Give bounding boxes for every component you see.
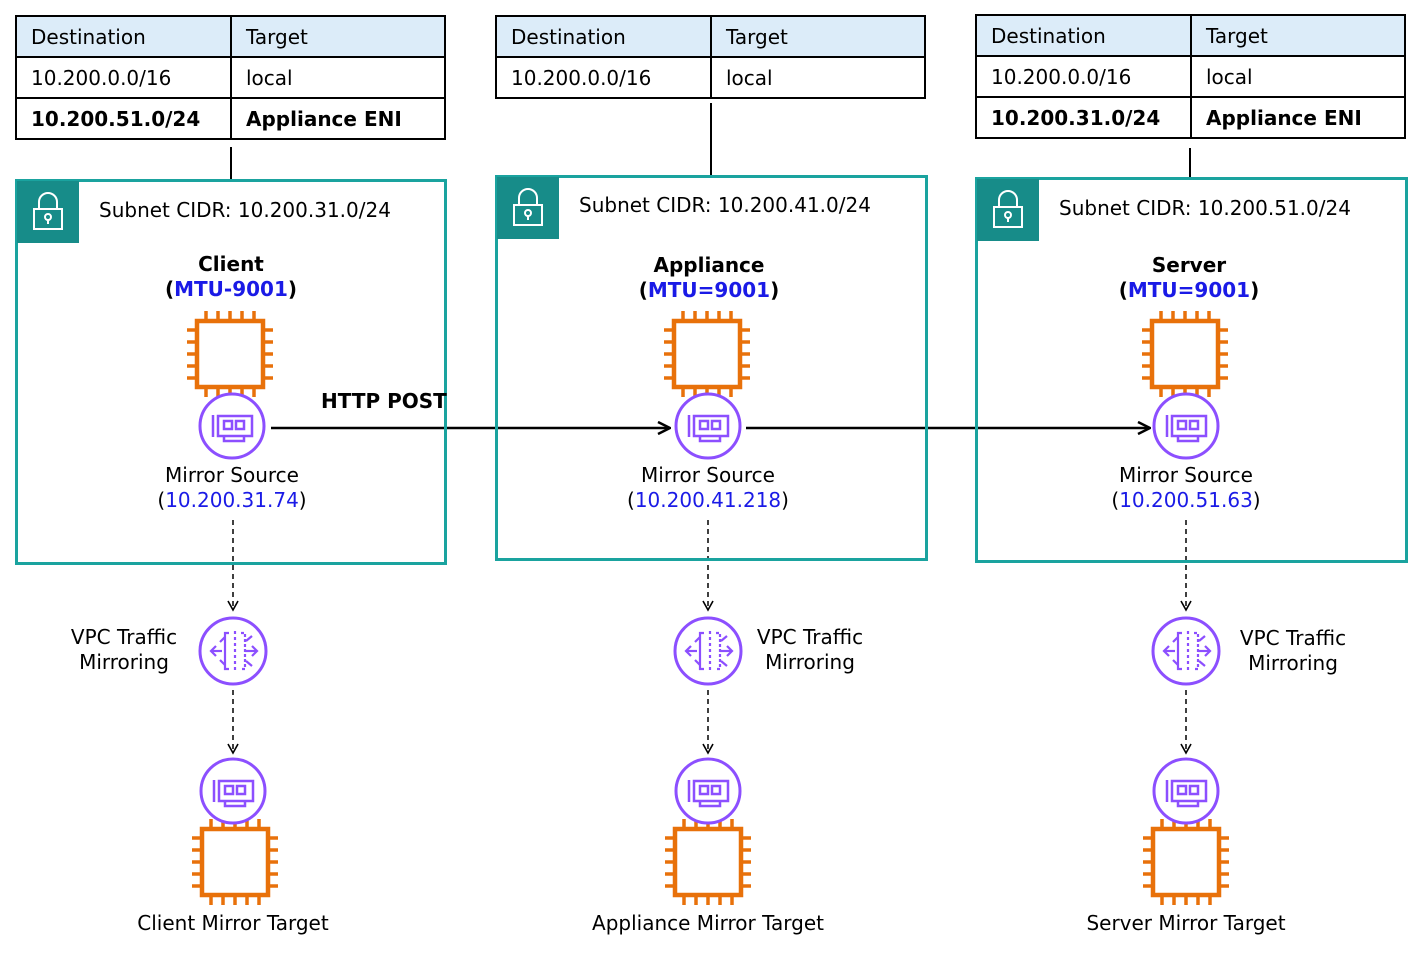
mirror-target-client: Client Mirror Target <box>137 911 329 935</box>
instance-label-appliance: Appliance (MTU=9001) <box>638 253 780 302</box>
route-table-client: Destination Target 10.200.0.0/16 local 1… <box>15 15 446 140</box>
column-header: Target <box>1190 14 1406 57</box>
mirror-source-client: Mirror Source (10.200.31.74) <box>157 463 307 512</box>
subnet-server: Subnet CIDR: 10.200.51.0/24 <box>975 177 1408 563</box>
route-table-server: Destination Target 10.200.0.0/16 local 1… <box>975 14 1406 139</box>
mirror-target-appliance: Appliance Mirror Target <box>592 911 824 935</box>
network-interface-icon <box>674 757 742 825</box>
column-header: Destination <box>15 15 232 58</box>
subnet-cidr: Subnet CIDR: 10.200.51.0/24 <box>1059 196 1351 220</box>
mirroring-label-client: VPC Traffic Mirroring <box>71 625 177 675</box>
mirror-source-label: Mirror Source <box>165 463 299 487</box>
mirroring-label-line: VPC Traffic <box>1239 626 1347 650</box>
subnet-cidr: Subnet CIDR: 10.200.31.0/24 <box>99 198 391 222</box>
mtu-value: MTU=9001 <box>1127 278 1251 302</box>
instance-name: Client <box>198 252 264 276</box>
mirroring-label-server: VPC Traffic Mirroring <box>1240 626 1346 676</box>
flow-label: HTTP POST <box>321 389 447 413</box>
mirroring-label-line: Mirroring <box>765 650 855 674</box>
instance-label-server: Server (MTU=9001) <box>1118 253 1260 302</box>
ec2-instance-icon <box>665 819 751 905</box>
destination-cell: 10.200.0.0/16 <box>15 56 232 99</box>
mirroring-label-line: VPC Traffic <box>70 625 178 649</box>
source-ip: 10.200.31.74 <box>165 488 299 512</box>
destination-cell: 10.200.51.0/24 <box>15 97 232 140</box>
lock-icon <box>497 177 559 239</box>
instance-label-client: Client (MTU-9001) <box>164 252 298 301</box>
traffic-mirroring-icon <box>673 616 743 686</box>
mirror-source-label: Mirror Source <box>641 463 775 487</box>
destination-cell: 10.200.31.0/24 <box>975 96 1192 139</box>
mirror-target-server: Server Mirror Target <box>1086 911 1286 935</box>
mtu-value: MTU-9001 <box>174 277 288 301</box>
mtu-value: MTU=9001 <box>647 278 771 302</box>
mirroring-label-line: Mirroring <box>1248 651 1338 675</box>
target-cell: local <box>710 56 926 99</box>
destination-cell: 10.200.0.0/16 <box>495 56 712 99</box>
column-header: Target <box>710 15 926 58</box>
target-cell: Appliance ENI <box>1190 96 1406 139</box>
lock-icon <box>977 179 1039 241</box>
column-header: Destination <box>495 15 712 58</box>
network-interface-icon <box>199 757 267 825</box>
source-ip: 10.200.41.218 <box>634 488 782 512</box>
subnet-client: Subnet CIDR: 10.200.31.0/24 <box>15 179 447 565</box>
mirroring-label-line: Mirroring <box>79 650 169 674</box>
target-cell: Appliance ENI <box>230 97 446 140</box>
destination-cell: 10.200.0.0/16 <box>975 55 1192 98</box>
mirror-source-appliance: Mirror Source (10.200.41.218) <box>627 463 789 512</box>
subnet-appliance: Subnet CIDR: 10.200.41.0/24 <box>495 175 928 561</box>
ec2-instance-icon <box>1143 819 1229 905</box>
column-header: Target <box>230 15 446 58</box>
target-cell: local <box>1190 55 1406 98</box>
lock-icon <box>17 181 79 243</box>
mirroring-label-line: VPC Traffic <box>756 625 864 649</box>
source-ip: 10.200.51.63 <box>1119 488 1253 512</box>
mirroring-label-appliance: VPC Traffic Mirroring <box>757 625 863 675</box>
traffic-mirroring-icon <box>1151 616 1221 686</box>
traffic-mirroring-icon <box>198 616 268 686</box>
route-table-appliance: Destination Target 10.200.0.0/16 local <box>495 15 926 99</box>
ec2-instance-icon <box>192 819 278 905</box>
subnet-cidr: Subnet CIDR: 10.200.41.0/24 <box>579 193 871 217</box>
instance-name: Appliance <box>653 253 765 277</box>
mirror-source-label: Mirror Source <box>1119 463 1253 487</box>
target-cell: local <box>230 56 446 99</box>
mirror-source-server: Mirror Source (10.200.51.63) <box>1111 463 1261 512</box>
network-interface-icon <box>1152 757 1220 825</box>
column-header: Destination <box>975 14 1192 57</box>
instance-name: Server <box>1151 253 1227 277</box>
